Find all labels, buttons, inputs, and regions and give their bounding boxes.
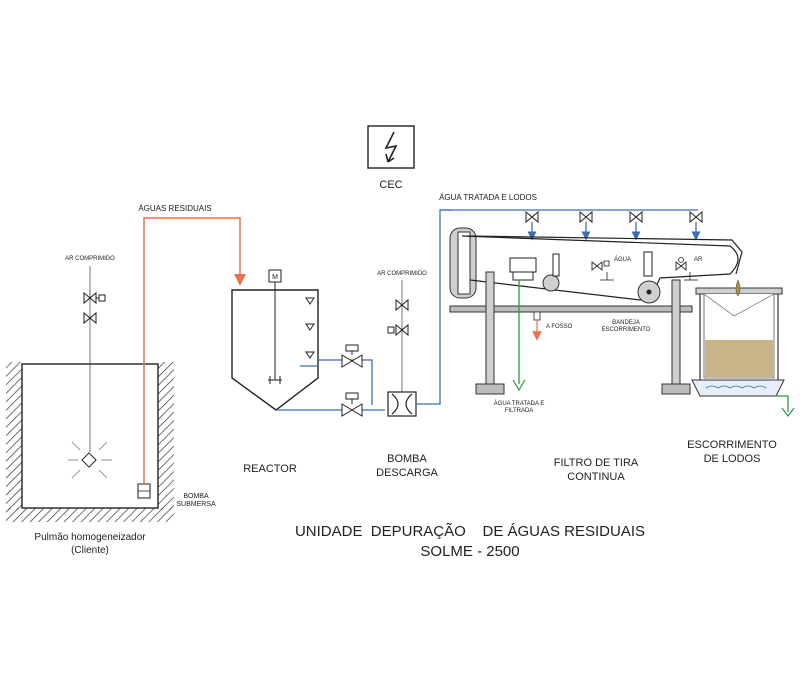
- a-fosso-label: A FOSSO: [546, 324, 573, 330]
- spray-valve-4-icon: [689, 210, 703, 241]
- roller-1-icon: [542, 274, 560, 292]
- sludge-fill: [705, 340, 773, 377]
- compressed-air-mid: AR COMPRIMIDO: [377, 271, 427, 392]
- bandeja-label-2: ESCORRIMENTO: [602, 327, 651, 333]
- escorrimento-label-2: DE LODOS: [704, 453, 761, 465]
- agua-valve-label: ÁGUA: [614, 256, 631, 263]
- aguas-residuais-label: ÁGUAS RESIDUAIS: [138, 204, 211, 213]
- discharge-pump: [387, 209, 452, 417]
- belt-filter: ÁGUA AR BANDEJA ESCORRIMENTO A FOSSO ÁGU…: [449, 227, 743, 414]
- belt-water-valve-icon: [591, 260, 614, 281]
- diagram-subtitle: SOLME - 2500: [420, 543, 519, 560]
- spray-valve-1-icon: [525, 210, 539, 241]
- sludge-draining-bag: [691, 279, 795, 417]
- cec-label: CEC: [379, 179, 402, 191]
- air-valve-left-icon: [83, 291, 106, 325]
- cec-panel-symbol: CEC: [367, 125, 415, 191]
- spray-valve-3-icon: [629, 210, 643, 241]
- reactor: M: [231, 269, 319, 411]
- filtro-label-1: FILTRO DE TIRA: [554, 457, 639, 469]
- bandeja-label-1: BANDEJA: [612, 320, 640, 326]
- escorrimento-label-1: ESCORRIMENTO: [687, 439, 777, 451]
- pulmao-label-1: Pulmão homogeneizador: [34, 532, 146, 543]
- spray-valve-2-icon: [579, 210, 593, 241]
- diagram-title: UNIDADE DEPURAÇÃO DE ÁGUAS RESIDUAIS: [295, 523, 645, 540]
- agua-tratada-filtrada-label-2: FILTRADA: [505, 408, 534, 414]
- air-valve-mid-icon: [387, 298, 409, 337]
- pulmao-label-2: (Cliente): [71, 545, 109, 556]
- belt-air-valve-icon: [675, 257, 698, 281]
- bomba-descarga-label-2: DESCARGA: [376, 467, 438, 479]
- ar-comprimido-mid-label: AR COMPRIMIDO: [377, 271, 427, 277]
- bomba-submersa-label-2: SUBMERSA: [176, 501, 216, 508]
- wastewater-line: ÁGUAS RESIDUAIS: [138, 204, 246, 484]
- reactor-valve-top-icon: [341, 344, 363, 368]
- bomba-descarga-label-1: BOMBA: [387, 453, 427, 465]
- motor-label: M: [272, 274, 278, 281]
- reactor-valve-bottom-icon: [341, 392, 363, 417]
- compressed-air-left: AR COMPRIMIDO: [65, 256, 115, 325]
- treated-water-header: ÁGUA TRATADA E LODOS: [439, 193, 703, 241]
- ar-comprimido-left-label: AR COMPRIMIDO: [65, 256, 115, 262]
- homogenizer-tank: [6, 290, 174, 522]
- filtro-label-2: CONTINUA: [567, 471, 625, 483]
- reactor-label: REACTOR: [243, 463, 297, 475]
- ar-valve-label: AR: [694, 257, 703, 263]
- agua-tratada-lodos-label: ÁGUA TRATADA E LODOS: [439, 193, 537, 202]
- bomba-submersa-label-1: BOMBA: [183, 493, 209, 500]
- agua-tratada-filtrada-label-1: ÁGUA TRATADA E: [494, 400, 545, 407]
- reactor-piping: [276, 344, 385, 417]
